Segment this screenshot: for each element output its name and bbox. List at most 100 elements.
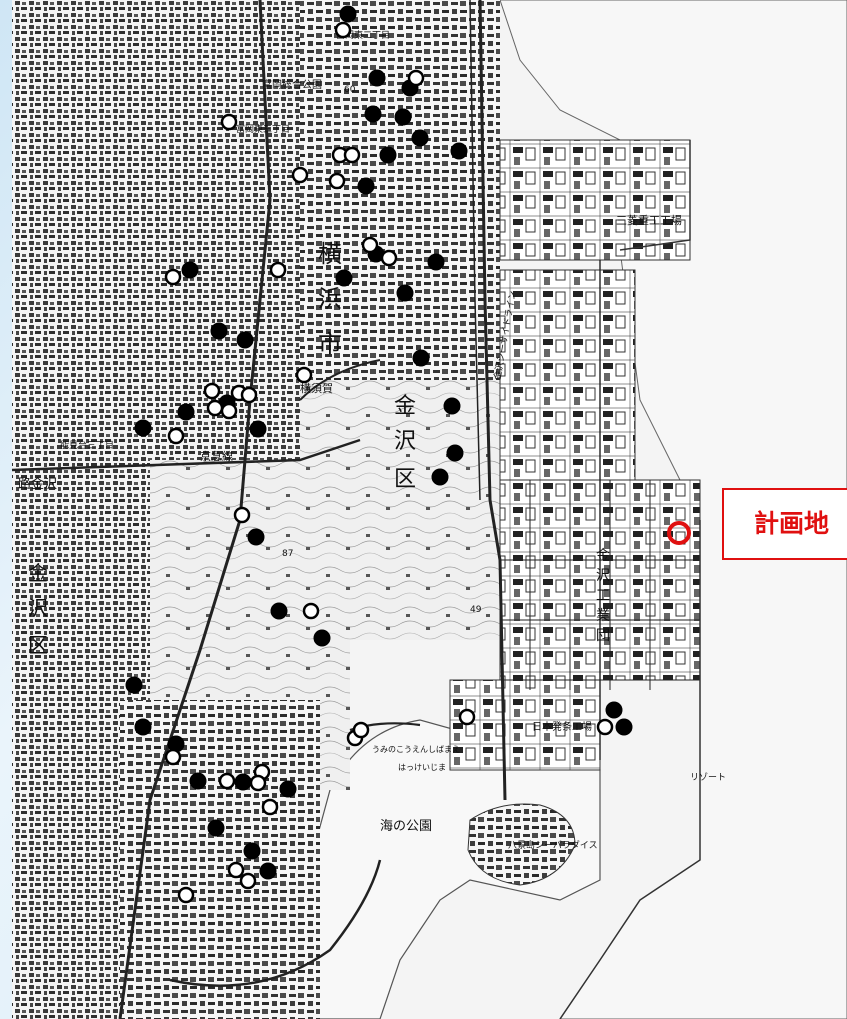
seaside-line-rail xyxy=(478,0,507,801)
filled-circle-marker xyxy=(313,629,331,647)
hollow-circle-marker xyxy=(164,748,182,766)
filled-circle-marker xyxy=(247,528,265,546)
hollow-circle-marker xyxy=(596,718,614,736)
filled-circle-marker xyxy=(259,862,277,880)
coastline xyxy=(559,520,701,1019)
hollow-circle-marker xyxy=(218,772,236,790)
filled-marker-group xyxy=(125,5,633,880)
hollow-circle-marker xyxy=(261,798,279,816)
filled-circle-marker xyxy=(243,842,261,860)
label-city-2: 浜 xyxy=(318,285,342,313)
label-industrial-park-4: 業 xyxy=(596,608,610,624)
filled-circle-marker xyxy=(450,142,468,160)
label-mitsubishi: 三菱重工工場 xyxy=(616,213,682,227)
label-elev-87: 87 xyxy=(282,549,293,559)
hollow-circle-marker xyxy=(203,382,221,400)
residential-south xyxy=(120,700,320,1019)
filled-circle-marker xyxy=(189,772,207,790)
filled-circle-marker xyxy=(335,269,353,287)
site-callout-label: 計画地 xyxy=(754,509,830,538)
label-resort: リゾート xyxy=(690,772,726,783)
hollow-circle-marker xyxy=(302,602,320,620)
filled-circle-marker xyxy=(134,419,152,437)
filled-circle-marker xyxy=(615,718,633,736)
hollow-circle-marker xyxy=(361,236,379,254)
label-station-umi: うみのこうえんしばまえ xyxy=(372,745,460,754)
hollow-circle-marker xyxy=(164,268,182,286)
filled-circle-marker xyxy=(125,676,143,694)
industrial-block-north xyxy=(499,139,691,261)
filled-circle-marker xyxy=(177,403,195,421)
filled-circle-marker xyxy=(427,253,445,271)
filled-circle-marker xyxy=(207,819,225,837)
filled-circle-marker xyxy=(394,108,412,126)
label-industrial-park-3: 工 xyxy=(596,588,610,604)
hollow-circle-marker xyxy=(291,166,309,184)
filled-circle-marker xyxy=(396,284,414,302)
label-park: 海の公園 xyxy=(380,819,432,834)
hollow-circle-marker xyxy=(233,506,251,524)
label-station-hatsuse: はっけいじま xyxy=(398,763,446,772)
residential-north xyxy=(300,0,500,380)
hollow-circle-marker xyxy=(458,708,476,726)
label-elev-49: 49 xyxy=(470,605,482,615)
filled-circle-marker xyxy=(339,5,357,23)
hollow-circle-marker xyxy=(343,146,361,164)
filled-circle-marker xyxy=(234,773,252,791)
filled-circle-marker xyxy=(210,322,228,340)
label-hakkeijima: 八景島シーパラダイス xyxy=(508,839,598,851)
filled-circle-marker xyxy=(368,69,386,87)
label-ward-w1: 金 xyxy=(28,561,48,585)
label-ward-w2: 沢 xyxy=(28,596,48,620)
filled-circle-marker xyxy=(379,146,397,164)
site-callout: 計画地 xyxy=(722,488,847,560)
hollow-circle-marker xyxy=(328,172,346,190)
filled-circle-marker xyxy=(364,105,382,123)
hollow-circle-marker xyxy=(220,113,238,131)
label-industrial-park-5: 団 xyxy=(596,628,610,644)
hollow-circle-marker xyxy=(167,427,185,445)
hollow-circle-marker xyxy=(220,402,238,420)
hollow-circle-marker xyxy=(227,861,245,879)
label-ward-3: 区 xyxy=(394,467,416,492)
hills-central xyxy=(300,380,500,640)
filled-circle-marker xyxy=(446,444,464,462)
hollow-circle-marker xyxy=(239,872,257,890)
label-nihon-hatsujo: 日本発条工場 xyxy=(532,720,592,733)
hollow-circle-marker xyxy=(269,261,287,279)
filled-circle-marker xyxy=(134,718,152,736)
filled-circle-marker xyxy=(249,420,267,438)
label-keikyu: 京急線 xyxy=(200,449,233,463)
label-industrial-park-1: 金 xyxy=(596,548,610,564)
filled-circle-marker xyxy=(605,701,623,719)
label-city-1: 横 xyxy=(318,240,342,268)
hollow-circle-marker xyxy=(407,69,425,87)
filled-circle-marker xyxy=(270,602,288,620)
filled-circle-marker xyxy=(279,780,297,798)
label-tomioka-higashi-3: 富岡東三丁目 xyxy=(236,123,290,135)
hollow-marker-group xyxy=(164,21,614,904)
label-yokohama-line: 横須賀 xyxy=(300,381,333,395)
industrial-block-south xyxy=(449,679,601,771)
hollow-circle-marker xyxy=(240,386,258,404)
hollow-circle-marker xyxy=(334,21,352,39)
label-elev-60: 60 xyxy=(344,85,356,95)
hollow-circle-marker xyxy=(249,774,267,792)
label-industrial-park-2: 沢 xyxy=(596,568,610,584)
filled-circle-marker xyxy=(431,468,449,486)
label-tomioka-park: 富岡総合公園 xyxy=(262,78,322,91)
hollow-circle-marker xyxy=(352,721,370,739)
industrial-block-mid xyxy=(499,269,636,491)
filled-circle-marker xyxy=(357,177,375,195)
hollow-circle-marker xyxy=(206,399,224,417)
label-kanazawa-road: 路金沢 xyxy=(18,476,57,492)
label-ward-1: 金 xyxy=(394,394,416,419)
hollow-circle-marker xyxy=(380,249,398,267)
filled-circle-marker xyxy=(411,129,429,147)
site-marker xyxy=(667,521,691,545)
hakkeijima-island xyxy=(467,803,576,886)
filled-circle-marker xyxy=(443,397,461,415)
filled-circle-marker xyxy=(181,261,199,279)
filled-circle-marker xyxy=(412,349,430,367)
